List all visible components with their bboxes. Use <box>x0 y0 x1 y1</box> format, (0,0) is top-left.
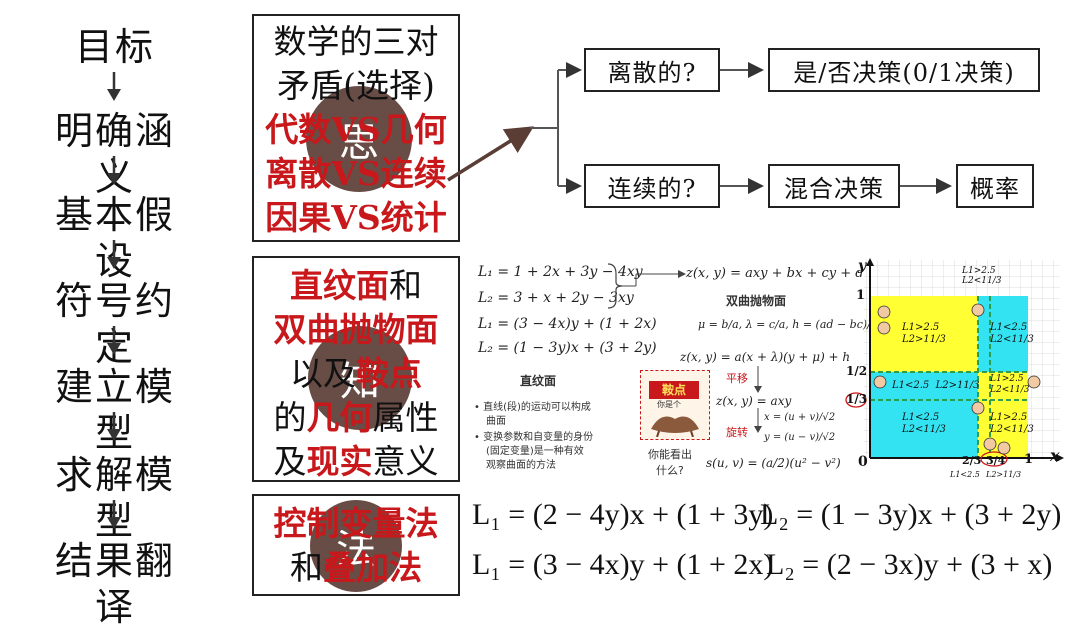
think-line1: 数学的三对 <box>273 22 439 61</box>
arrow-down-icon <box>107 156 121 185</box>
think-line5: 因果VS统计 <box>265 198 447 237</box>
bottom-eq-2: L₂ = (1 − 3y)x + (3 + 2y) <box>760 498 1062 531</box>
bottom-eq-4: L₂ = (2 − 3x)y + (3 + x) <box>766 548 1053 581</box>
step-goal: 目标 <box>74 25 155 69</box>
eq-l1: L₁ = 1 + 2x + 3y − 4xy <box>478 264 643 280</box>
arrow-down-icon <box>107 500 121 529</box>
region-chart: y x 0 1 1/2 1/3 2/3 3/4 1 L1>2.5 L2<11/3… <box>844 254 1066 484</box>
x-tick-1: 1 <box>1024 452 1034 467</box>
method-circle: 法 <box>310 500 402 592</box>
region-chart-svg <box>845 258 1064 467</box>
rotation-x: x = (u + v)/√2 <box>764 412 836 423</box>
question-line2: 什么? <box>656 464 684 477</box>
arrow-down-icon <box>107 412 121 441</box>
bullet-1-cont: 曲面 <box>486 416 506 427</box>
y-tick-third: 1/3 <box>846 392 868 406</box>
region-tr-label1: L1<2.5 <box>990 322 1028 333</box>
param-defs: μ = b/a, λ = c/a, h = (ad − bc)/a <box>698 318 878 331</box>
know-line3: 以及鞍点 <box>290 354 422 393</box>
think-line3: 代数VS几何 <box>265 110 447 149</box>
bottom-eq-3: L₁ = (3 − 4x)y + (1 + 2x) <box>472 548 774 581</box>
region-mr-label2: L2<11/3 <box>990 385 1030 395</box>
region-br-label2: L2<11/3 <box>990 424 1034 435</box>
know-box: 知 直纹面和 双曲抛物面 以及鞍点 的几何属性 及现实意义 <box>252 256 460 482</box>
ruled-surface-title: 直纹面 <box>520 374 557 388</box>
step-clarify: 明确涵义 <box>54 109 175 199</box>
think-box: 思 数学的三对 矛盾(选择) 代数VS几何 离散VS连续 因果VS统计 <box>252 14 460 242</box>
bottom-eq-1: L₁ = (2 − 4y)x + (1 + 3y) <box>472 498 774 531</box>
know-circle: 知 <box>308 326 412 430</box>
probability-box: 概率 <box>956 164 1034 208</box>
y-axis-label: y <box>858 258 867 274</box>
saddle-icon <box>651 416 699 437</box>
region-top-right <box>978 296 1028 372</box>
bottom-label-1: L1<2.5 <box>950 470 980 479</box>
brace-arrow-icon <box>607 263 686 309</box>
origin-label: 0 <box>858 454 868 470</box>
x-tick-two-thirds: 2/3 <box>962 454 982 467</box>
eq-l2: L₂ = 3 + x + 2y − 3xy <box>478 290 634 306</box>
s-uv-equation: s(u, v) = (a/2)(u² − v²) <box>706 456 841 470</box>
eq-l1b: L₁ = (3 − 4x)y + (1 + 2x) <box>478 316 657 332</box>
region-bl-label1: L1<2.5 <box>902 412 940 423</box>
saddle-sub: 你是个 <box>657 400 681 409</box>
z-axy: z(x, y) = axy <box>716 394 792 408</box>
region-br-label1: L1>2.5 <box>990 412 1028 423</box>
step-assumptions: 基本假设 <box>54 193 175 283</box>
eq-l2b: L₂ = (1 − 3y)x + (3 + 2y) <box>478 340 657 356</box>
bullet-2-cont1: (固定变量)是一种有效 <box>486 446 584 457</box>
hyperbolic-title: 双曲抛物面 <box>726 294 787 308</box>
think-circle: 思 <box>306 86 412 192</box>
region-ml-label: L1<2.5 L2>11/3 <box>892 380 980 391</box>
rotation-y: y = (u − v)/√2 <box>764 432 836 443</box>
down-arrows-icon <box>754 366 762 433</box>
think-line2: 矛盾(选择) <box>277 66 435 105</box>
z-factored: z(x, y) = a(x + λ)(y + μ) + h <box>680 350 851 364</box>
method-line2: 和叠加法 <box>290 548 422 587</box>
shift-label: 平移 <box>726 372 748 385</box>
know-line2: 双曲抛物面 <box>273 310 439 349</box>
top-label-1: L1>2.5 <box>962 266 996 276</box>
flow-connectors <box>447 62 952 194</box>
think-line4: 离散VS连续 <box>265 154 447 193</box>
rotate-label: 旋转 <box>726 426 748 439</box>
binary-decision-box: 是/否决策(0/1决策) <box>768 48 1040 92</box>
region-mid-left <box>870 372 978 400</box>
know-line4: 的几何属性 <box>273 398 439 437</box>
step-interpret: 结果翻译 <box>54 539 175 629</box>
saddle-image: 鞍点 你是个 <box>640 370 710 440</box>
saddle-sign: 鞍点 <box>649 381 699 399</box>
region-bl-label2: L2<11/3 <box>902 424 946 435</box>
region-mr-label1: L1>2.5 <box>990 374 1024 384</box>
bullet-2-cont2: 观察曲面的方法 <box>486 460 556 471</box>
region-tl-label2: L2>11/3 <box>902 334 946 345</box>
x-tick-three-quarters: 3/4 <box>986 454 1006 467</box>
step-notation: 符号约定 <box>54 279 175 369</box>
question-line1: 你能看出 <box>648 448 692 461</box>
discrete-box: 离散的? <box>584 48 720 92</box>
y-tick-1: 1 <box>856 288 866 303</box>
y-tick-half: 1/2 <box>846 364 868 378</box>
region-bottom-left <box>870 400 978 458</box>
step-solve-model: 求解模型 <box>54 453 175 543</box>
z-equation: z(x, y) = axy + bx + cy + d <box>686 266 864 281</box>
region-tl-label1: L1>2.5 <box>902 322 940 333</box>
region-mid-right <box>978 372 1028 400</box>
x-axis-label: x <box>1050 446 1060 465</box>
method-box: 法 控制变量法 和叠加法 <box>252 494 460 596</box>
mixed-decision-box: 混合决策 <box>768 164 900 208</box>
continuous-box: 连续的? <box>584 164 720 208</box>
bottom-label-2: L2>11/3 <box>986 470 1022 479</box>
bullet-1: • 直线(段)的运动可以构成 <box>474 402 591 413</box>
arrow-down-icon <box>107 72 121 101</box>
region-tr-label2: L2<11/3 <box>990 334 1034 345</box>
bullet-2: • 变换参数和自变量的身份 <box>474 432 594 443</box>
top-label-2: L2<11/3 <box>962 276 1002 286</box>
method-line1: 控制变量法 <box>273 504 439 543</box>
arrow-down-icon <box>107 326 121 355</box>
know-line1: 直纹面和 <box>290 266 422 305</box>
know-line5: 及现实意义 <box>273 442 439 481</box>
arrow-down-icon <box>107 240 121 269</box>
step-build-model: 建立模型 <box>54 365 175 455</box>
